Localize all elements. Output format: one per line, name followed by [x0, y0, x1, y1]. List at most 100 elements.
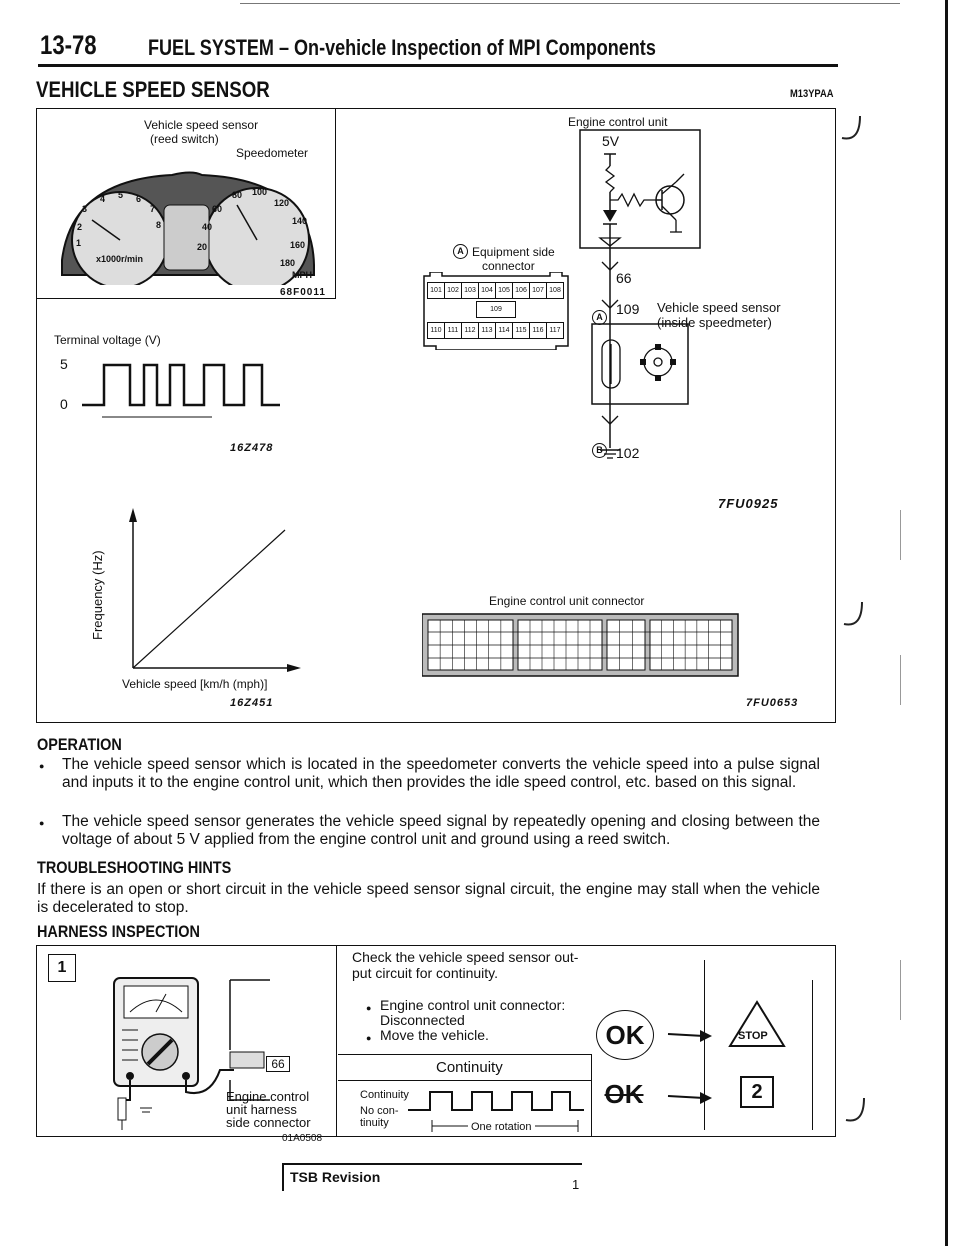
svg-text:140: 140	[292, 216, 307, 226]
next-step-box: 2	[740, 1076, 774, 1108]
pin-row-2: 109	[476, 301, 516, 318]
svg-text:4: 4	[100, 194, 105, 204]
speedometer-label: Speedometer	[236, 146, 309, 160]
connector-pin: 108	[546, 282, 564, 299]
check-text-1: Check the vehicle speed sensor out-	[352, 949, 579, 965]
speed-axis-label: Vehicle speed [km/h (mph)]	[122, 677, 268, 691]
bullet-icon: ●	[39, 818, 45, 828]
frequency-axis-label: Frequency (Hz)	[90, 550, 105, 640]
marker-a: A	[592, 310, 607, 325]
margin-mark	[843, 601, 863, 626]
operation-bullet-2: The vehicle speed sensor generates the v…	[62, 813, 820, 848]
svg-text:80: 80	[232, 190, 242, 200]
pin-66-label: 66	[266, 1056, 290, 1072]
sensor-label: Vehicle speed sensor	[144, 118, 259, 132]
pulse-waveform	[82, 363, 280, 418]
terminal-102-label: 102	[616, 445, 640, 461]
connector-pin: 116	[529, 322, 547, 339]
tsb-revision-label: TSB Revision	[290, 1169, 381, 1185]
connector-pin: 104	[478, 282, 496, 299]
stop-label: STOP	[738, 1030, 768, 1042]
binding-edge	[945, 0, 948, 1246]
margin-mark	[841, 115, 861, 140]
divider	[704, 960, 705, 1130]
speed-sensor-label: Vehicle speed sensor	[657, 300, 781, 315]
section-title: VEHICLE SPEED SENSOR	[36, 77, 270, 102]
ecu-connector-illustration	[422, 613, 739, 677]
harness-connector-label-1: Engine control	[226, 1089, 310, 1104]
sensor-sub-label: (reed switch)	[150, 132, 219, 146]
svg-text:1: 1	[76, 238, 81, 248]
connector-pin: 115	[512, 322, 530, 339]
connector-pin: 102	[444, 282, 462, 299]
tsb-revision-box	[282, 1163, 582, 1191]
figure-code: 7FU0653	[746, 697, 799, 709]
equipment-side-connector	[423, 272, 569, 350]
connector-pin: 110	[427, 322, 445, 339]
ok-icon: OK	[596, 1010, 654, 1060]
margin-mark	[900, 960, 901, 1020]
figure-code: 68F0011	[280, 287, 326, 298]
no-continuity-label-2: tinuity	[360, 1117, 389, 1129]
header-rule	[38, 64, 838, 67]
svg-text:x1000r/min: x1000r/min	[96, 254, 143, 264]
harness-frame	[36, 945, 836, 1137]
terminal-109-label: 109	[616, 301, 640, 317]
continuity-row-label: Continuity	[360, 1089, 409, 1101]
ecu-connector-label: Engine control unit connector	[489, 594, 645, 608]
connector-label-2: connector	[482, 259, 535, 273]
connector-pin: 109	[476, 301, 516, 318]
voltage-high-label: 5	[60, 356, 68, 372]
terminal-66-label: 66	[616, 270, 632, 286]
terminal-voltage-title: Terminal voltage (V)	[54, 333, 161, 347]
svg-text:8: 8	[156, 220, 161, 230]
svg-text:40: 40	[202, 222, 212, 232]
margin-mark	[900, 655, 901, 705]
bullet-icon: ●	[366, 1033, 372, 1043]
check-item-1b: Disconnected	[380, 1012, 465, 1028]
connector-pin: 105	[495, 282, 513, 299]
divider	[335, 108, 336, 298]
harness-heading: HARNESS INSPECTION	[37, 922, 200, 941]
figure-code: 16Z478	[230, 442, 274, 454]
connector-pin: 114	[495, 322, 513, 339]
check-item-2: Move the vehicle.	[380, 1027, 489, 1043]
figure-frame	[36, 108, 836, 723]
revision-mark: 1	[572, 1177, 580, 1192]
harness-connector-label-3: side connector	[226, 1115, 311, 1130]
speed-sensor-sub-label: (inside speedmeter)	[657, 315, 772, 330]
one-rotation-label: One rotation	[468, 1121, 535, 1133]
troubleshooting-heading: TROUBLESHOOTING HINTS	[37, 858, 232, 877]
connector-label: Equipment side	[472, 245, 555, 259]
step-number-box: 1	[48, 954, 76, 982]
connector-pin: 101	[427, 282, 445, 299]
frequency-vs-speed-graph	[129, 508, 301, 672]
svg-text:3: 3	[82, 204, 87, 214]
connector-pin: 103	[461, 282, 479, 299]
multimeter-illustration	[113, 977, 270, 1130]
check-item-1: Engine control unit connector:	[380, 997, 566, 1013]
svg-text:5: 5	[118, 190, 123, 200]
operation-bullet-1: The vehicle speed sensor which is locate…	[62, 756, 820, 791]
stop-icon	[728, 1000, 786, 1047]
svg-text:120: 120	[274, 198, 289, 208]
ecu-label: Engine control unit	[568, 115, 668, 129]
svg-text:100: 100	[252, 187, 267, 197]
connector-pin: 112	[461, 322, 479, 339]
page-title: FUEL SYSTEM – On-vehicle Inspection of M…	[148, 35, 656, 60]
svg-text:20: 20	[197, 242, 207, 252]
marker-a: A	[453, 244, 468, 259]
continuity-box	[338, 1054, 592, 1137]
connector-pin: 106	[512, 282, 530, 299]
divider	[36, 298, 336, 299]
svg-text:7: 7	[150, 204, 155, 214]
divider	[336, 945, 337, 1137]
connector-pin: 107	[529, 282, 547, 299]
connector-pin: 117	[546, 322, 564, 339]
troubleshooting-text: If there is an open or short circuit in …	[37, 881, 820, 916]
svg-text:180: 180	[280, 258, 295, 268]
margin-mark	[900, 510, 901, 560]
